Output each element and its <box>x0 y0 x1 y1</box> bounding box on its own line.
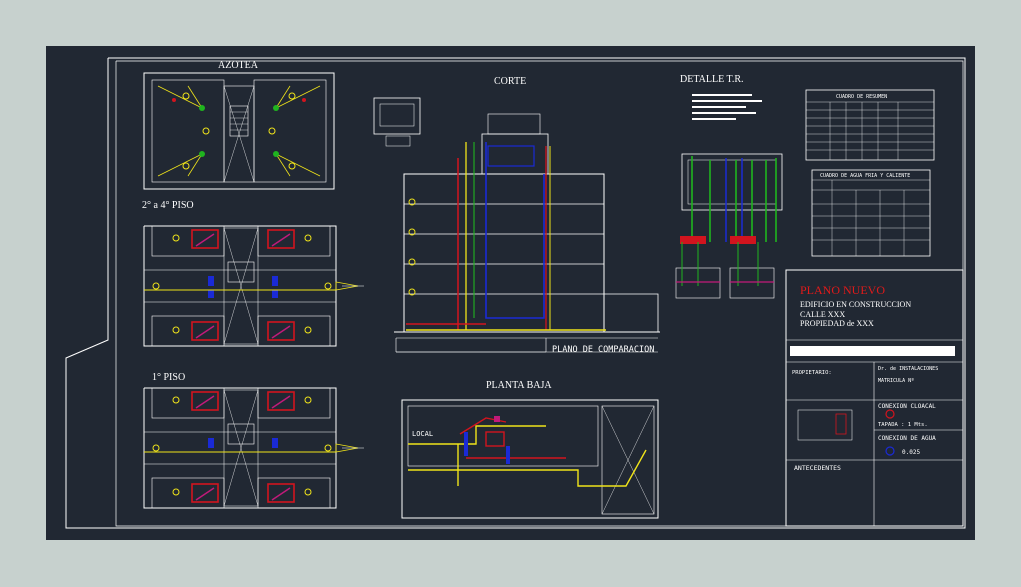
label-conexion-cloacal: CONEXION CLOACAL <box>878 403 936 410</box>
label-local: LOCAL <box>412 430 433 438</box>
label-conexion-agua: CONEXION DE AGUA <box>878 435 936 442</box>
label-tapada: TAPADA : 1 Mts. <box>878 422 928 428</box>
outer-frame <box>65 57 966 529</box>
title-piso-1: 1° PISO <box>152 372 185 383</box>
title-planta-baja: PLANTA BAJA <box>486 380 552 391</box>
label-plano-comparacion: PLANO DE COMPARACION <box>552 345 654 355</box>
title-line-3: PROPIEDAD de XXX <box>800 319 874 328</box>
title-piso-2-4: 2° a 4° PISO <box>142 200 194 211</box>
label-propietario: PROPIETARIO: <box>792 370 832 376</box>
tabla-resumen-title: CUADRO DE RESUMEN <box>836 94 887 100</box>
label-instalaciones: Dr. de INSTALACIONES <box>878 366 938 372</box>
detalle-tr: DETALLE T.R. <box>675 74 783 299</box>
cloacal-icon <box>885 409 895 419</box>
tabla-agua: CUADRO DE AGUA FRIA Y CALIENTE <box>811 169 931 257</box>
tabla-agua-title: CUADRO DE AGUA FRIA Y CALIENTE <box>820 173 910 179</box>
title-azotea: AZOTEA <box>218 60 259 71</box>
title-corte: CORTE <box>494 76 526 87</box>
piso-1-plan: 1° PISO <box>143 372 364 509</box>
planta-baja-plan: PLANTA BAJA LOCAL <box>401 380 659 519</box>
label-antecedentes: ANTECEDENTES <box>794 464 841 472</box>
drawing-sheet: AZOTEA 2° a 4° PISO <box>46 46 975 540</box>
tabla-resumen: CUADRO DE RESUMEN <box>805 89 935 161</box>
corte-section: CORTE PLANO D <box>373 76 660 355</box>
title-detalle: DETALLE T.R. <box>680 74 744 85</box>
label-agua-diam: 0.025 <box>902 449 920 456</box>
cad-drawing: AZOTEA 2° a 4° PISO <box>65 57 966 529</box>
agua-icon <box>885 446 895 456</box>
title-line-2: CALLE XXX <box>800 310 845 319</box>
azotea-plan: AZOTEA <box>143 60 335 190</box>
title-line-1: EDIFICIO EN CONSTRUCCION <box>800 300 911 309</box>
title-block: PLANO NUEVO EDIFICIO EN CONSTRUCCION CAL… <box>785 269 964 527</box>
piso-2-4-plan: 2° a 4° PISO <box>142 200 364 347</box>
title-plano-nuevo: PLANO NUEVO <box>800 283 885 297</box>
label-matricula: MATRICULA Nº <box>878 378 914 384</box>
